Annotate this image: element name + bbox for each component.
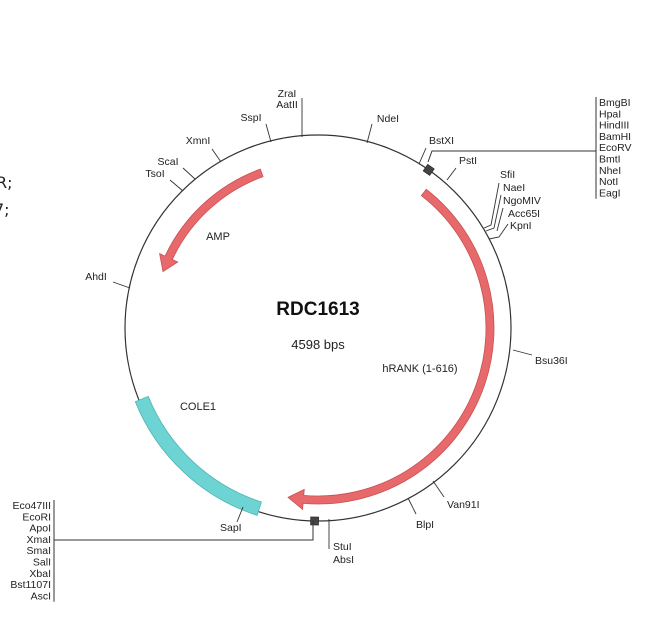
mcs-enzyme-label: EagI (599, 187, 621, 199)
site-sfii: SfiI (483, 169, 515, 229)
site-label: BlpI (416, 519, 434, 531)
site-label: SspI (240, 112, 261, 124)
feature-arrow-shape (159, 168, 264, 273)
site-bstxi: BstXI (418, 135, 454, 165)
site-blpi: BlpI (407, 497, 434, 531)
site-label: SapI (220, 522, 242, 534)
site-zrai: ZraI (278, 88, 303, 137)
site-acc65i: Acc65I (508, 208, 540, 220)
mcs-layer: BmgBIHpaIHindIIIBamHIEcoRVBmtINheINotIEa… (10, 97, 632, 602)
site-leader-line (483, 182, 500, 229)
site-tsoi: TsoI (145, 168, 184, 192)
cropped-text-fragment-2: 7; (0, 200, 10, 219)
site-label: TsoI (145, 168, 164, 180)
site-kpni: KpnI (488, 220, 532, 240)
mcs-enzyme-label: BmtI (599, 154, 621, 166)
mcs-bottom-cluster: Eco47IIIEcoRIApoIXmaISmaISalIXbaIBst1107… (10, 500, 319, 602)
plasmid-name: RDC1613 (276, 299, 359, 320)
site-leader-line (485, 194, 502, 232)
site-label: NgoMIV (503, 195, 541, 207)
site-leader-line (496, 207, 504, 232)
site-label: Acc65I (508, 208, 540, 220)
mcs-right-cluster: BmgBIHpaIHindIIIBamHIEcoRVBmtINheINotIEa… (422, 97, 632, 199)
site-leader-line (418, 147, 427, 165)
site-label: BstXI (429, 135, 454, 147)
site-bsu36i: Bsu36I (512, 349, 568, 367)
mcs-enzyme-label: Eco47III (12, 500, 51, 512)
mcs-enzyme-label: SalI (33, 557, 51, 569)
site-leader-line (182, 167, 196, 180)
site-sapi: SapI (220, 506, 244, 534)
site-ngomiv: NgoMIV (496, 195, 541, 232)
site-leader-line (512, 349, 533, 356)
site-leader-line (432, 480, 445, 498)
feature-hrank-1-616-: hRANK (1-616) (287, 188, 495, 511)
site-label: StuI (333, 541, 352, 553)
mcs-enzyme-label: HpaI (599, 108, 621, 120)
mcs-connector-line (54, 520, 314, 541)
mcs-enzyme-label: EcoRV (599, 142, 632, 154)
mcs-enzyme-label: BmgBI (599, 97, 631, 109)
feature-amp: AMP (159, 168, 264, 273)
mcs-enzyme-label: HindIII (599, 120, 629, 132)
site-label: NdeI (377, 113, 399, 125)
site-leader-line (488, 223, 509, 240)
site-stui: StuI (328, 519, 352, 553)
site-label: NaeI (503, 182, 525, 194)
site-psti: PstI (446, 155, 477, 181)
site-van91i: Van91I (432, 480, 480, 511)
features-layer: AMP hRANK (1-616) COLE1 (134, 168, 495, 516)
site-label: PstI (459, 155, 477, 167)
site-leader-line (211, 148, 222, 163)
mcs-enzyme-label: AscI (31, 590, 51, 602)
mcs-enzyme-label: ApoI (29, 523, 51, 535)
site-leader-line (236, 506, 244, 523)
site-naei: NaeI (485, 182, 525, 232)
feature-box-shape (134, 395, 262, 516)
mcs-connector-line (427, 150, 596, 163)
feature-label: AMP (206, 231, 230, 243)
mcs-enzyme-label: XmaI (26, 534, 51, 546)
site-ahdi: AhdI (85, 271, 131, 289)
site-label: KpnI (510, 220, 532, 232)
feature-label: COLE1 (180, 401, 216, 413)
mcs-enzyme-label: NheI (599, 165, 621, 177)
mcs-marker (310, 516, 319, 526)
site-absi: AbsI (333, 554, 354, 566)
site-label: Bsu36I (535, 355, 568, 367)
cropped-text-fragment-1: R; (0, 173, 13, 192)
feature-arrow-shape (287, 188, 495, 511)
site-scai: ScaI (157, 156, 196, 180)
site-label: ZraI (278, 88, 297, 100)
site-sspi: SspI (240, 112, 272, 143)
site-label: AatII (276, 99, 298, 111)
mcs-enzyme-label: BamHI (599, 131, 631, 143)
site-aatii: AatII (276, 99, 298, 111)
site-label: XmnI (186, 135, 211, 147)
mcs-enzyme-label: XbaI (29, 568, 51, 580)
site-ndei: NdeI (366, 113, 399, 144)
site-leader-line (265, 123, 272, 143)
site-label: Van91I (447, 499, 480, 511)
mcs-enzyme-label: EcoRI (22, 511, 51, 523)
site-leader-line (407, 497, 417, 515)
site-leader-line (446, 167, 457, 181)
site-label: SfiI (500, 169, 515, 181)
site-xmni: XmnI (186, 135, 222, 163)
site-label: AbsI (333, 554, 354, 566)
site-leader-line (169, 179, 184, 192)
site-label: AhdI (85, 271, 107, 283)
feature-label: hRANK (1-616) (382, 363, 457, 375)
mcs-enzyme-label: Bst1107I (10, 579, 51, 591)
site-label: ScaI (157, 156, 178, 168)
site-leader-line (112, 281, 131, 289)
mcs-enzyme-label: SmaI (26, 545, 51, 557)
mcs-marker (422, 163, 435, 176)
mcs-enzyme-label: NotI (599, 176, 618, 188)
plasmid-size: 4598 bps (291, 337, 345, 352)
feature-cole1: COLE1 (134, 395, 262, 516)
cropped-text-fragment-3: . (0, 340, 1, 359)
site-leader-line (366, 123, 373, 144)
